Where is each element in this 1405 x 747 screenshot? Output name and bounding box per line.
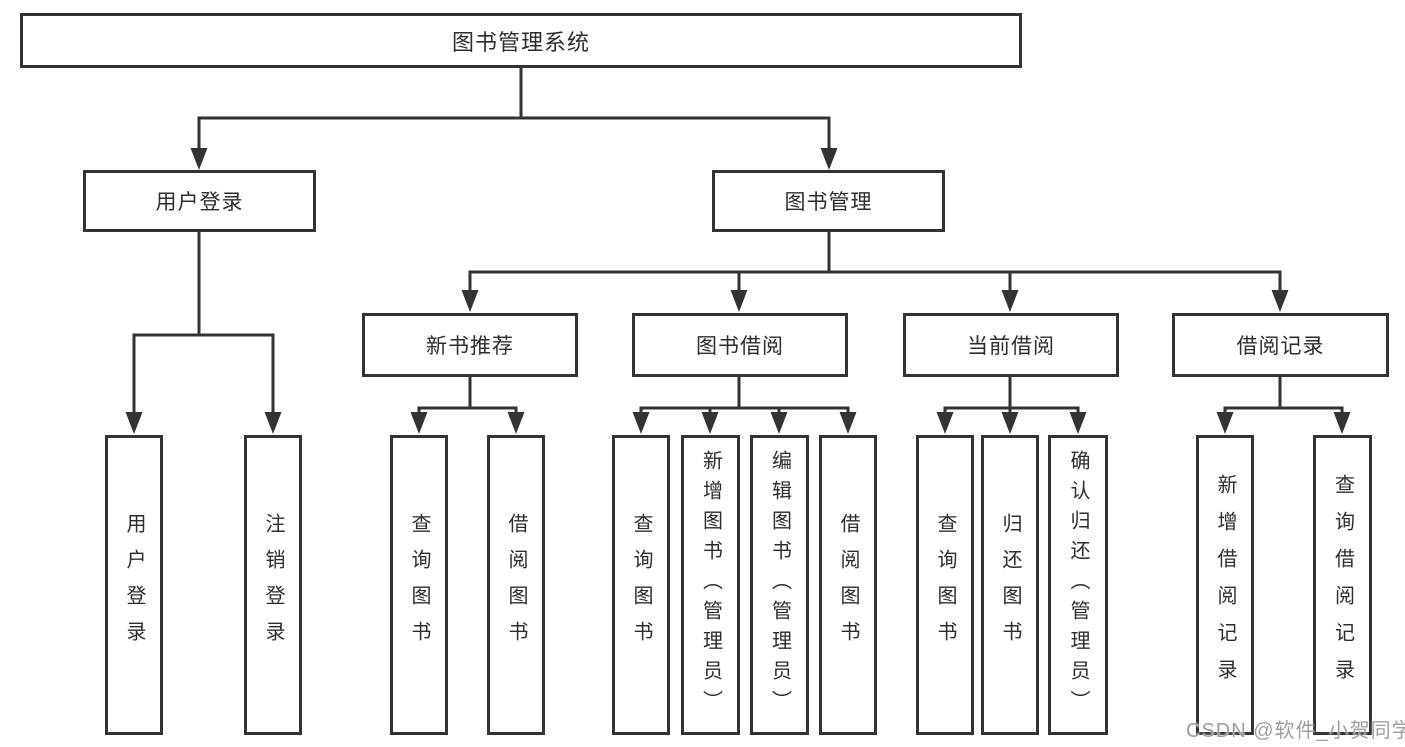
node-library-management-system: 图书管理系统 (20, 13, 1022, 68)
node-new-book-recommendation: 新书推荐 (362, 313, 578, 377)
node-book-borrowing: 图书借阅 (632, 313, 848, 377)
node-borrowing-records: 借阅记录 (1172, 313, 1389, 377)
leaf-borrow-books-rec: 借阅图书 (487, 435, 545, 735)
edge-root-to-level2 (190, 66, 838, 170)
leaf-return-books: 归还图书 (981, 435, 1039, 735)
leaf-query-books-borrow: 查询图书 (612, 435, 670, 735)
leaf-query-books-rec: 查询图书 (390, 435, 448, 735)
edge-current-borrow-children (936, 375, 1087, 434)
leaf-query-books-current: 查询图书 (916, 435, 974, 735)
csdn-watermark: CSDN @软件_小贺同学 (1186, 720, 1405, 742)
edge-borrow-records-children (1216, 375, 1351, 434)
edge-new-book-rec-children (410, 375, 525, 434)
leaf-edit-books-admin: 编辑图书（管理员） (750, 435, 809, 735)
leaf-user-login: 用户登录 (105, 435, 163, 735)
leaf-logout: 注销登录 (244, 435, 302, 735)
node-current-borrowing: 当前借阅 (903, 313, 1119, 377)
leaf-add-books-admin: 新增图书（管理员） (681, 435, 740, 735)
leaf-add-borrow-record: 新增借阅记录 (1196, 435, 1254, 735)
node-book-management: 图书管理 (712, 170, 945, 232)
leaf-confirm-return-admin: 确认归还（管理员） (1048, 435, 1108, 735)
edge-book-mgmt-to-level3 (461, 231, 1289, 312)
leaf-borrow-books: 借阅图书 (819, 435, 877, 735)
node-user-login: 用户登录 (83, 170, 316, 232)
leaf-query-borrow-record: 查询借阅记录 (1313, 435, 1372, 735)
edge-user-login-children (125, 231, 282, 434)
edge-book-borrow-children (632, 375, 857, 434)
